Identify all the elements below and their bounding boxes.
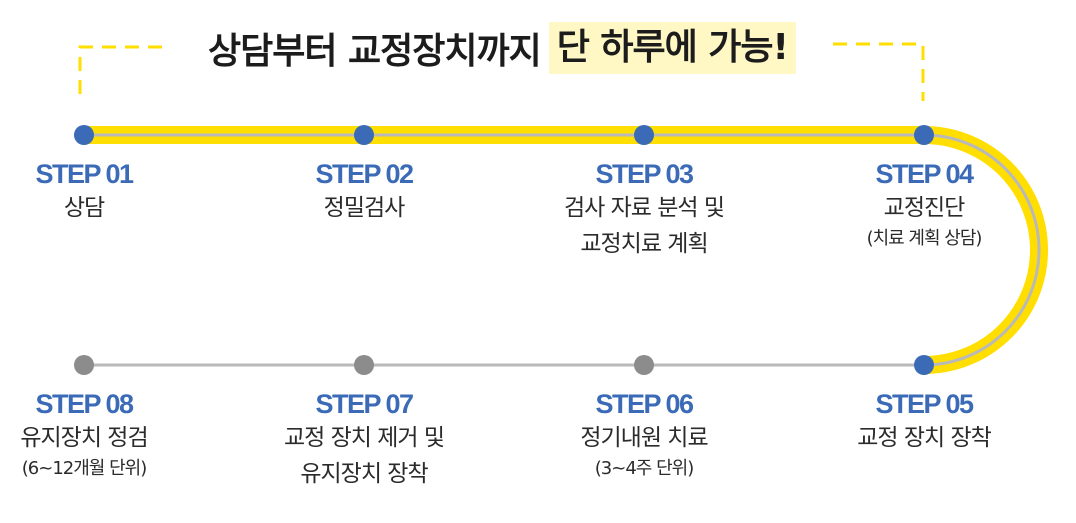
step-dot-3 (634, 125, 654, 145)
step-6: STEP 06 정기내원 치료 (3~4주 단위) (514, 388, 774, 482)
step-dot-8 (74, 355, 94, 375)
step-1: STEP 01 상담 (0, 158, 214, 226)
headline: 상담부터 교정장치까지 단 하루에 가능! (208, 22, 796, 74)
step-label: STEP 05 (875, 389, 974, 419)
step-note: (치료 계획 상담) (866, 228, 983, 249)
step-label: STEP 04 (875, 159, 974, 189)
step-2: STEP 02 정밀검사 (234, 158, 494, 226)
step-dot-5 (914, 355, 934, 375)
headline-highlight: 단 하루에 가능! (548, 22, 796, 74)
gray-track-line (84, 133, 1041, 367)
step-description: 유지장치 장착 (300, 461, 428, 487)
step-label: STEP 07 (315, 389, 414, 419)
step-label: STEP 03 (595, 159, 694, 189)
step-label: STEP 02 (315, 159, 414, 189)
right-dashed-bracket (833, 42, 925, 101)
step-description: 교정치료 계획 (580, 231, 708, 257)
step-description: 교정 장치 장착 (857, 425, 992, 451)
step-dot-1 (74, 125, 94, 145)
step-description: 교정진단 (883, 195, 966, 221)
step-4: STEP 04 교정진단 (치료 계획 상담) (794, 158, 1054, 252)
left-dashed-bracket (78, 45, 162, 101)
step-dot-6 (634, 355, 654, 375)
step-note: (6~12개월 단위) (21, 458, 147, 479)
step-8: STEP 08 유지장치 정검 (6~12개월 단위) (0, 388, 214, 482)
step-description: 정기내원 치료 (580, 425, 708, 451)
step-label: STEP 01 (35, 159, 134, 189)
step-note: (3~4주 단위) (594, 458, 694, 479)
step-description: 정밀검사 (323, 195, 406, 221)
step-description: 유지장치 정검 (20, 425, 148, 451)
step-description: 교정 장치 제거 및 (283, 425, 445, 451)
step-dot-4 (914, 125, 934, 145)
step-label: STEP 08 (35, 389, 134, 419)
step-dot-2 (354, 125, 374, 145)
step-dot-7 (354, 355, 374, 375)
step-description: 상담 (63, 195, 105, 221)
step-label: STEP 06 (595, 389, 694, 419)
headline-prefix: 상담부터 교정장치까지 (208, 31, 542, 72)
step-5: STEP 05 교정 장치 장착 (794, 388, 1054, 456)
step-description: 검사 자료 분석 및 (563, 195, 725, 221)
